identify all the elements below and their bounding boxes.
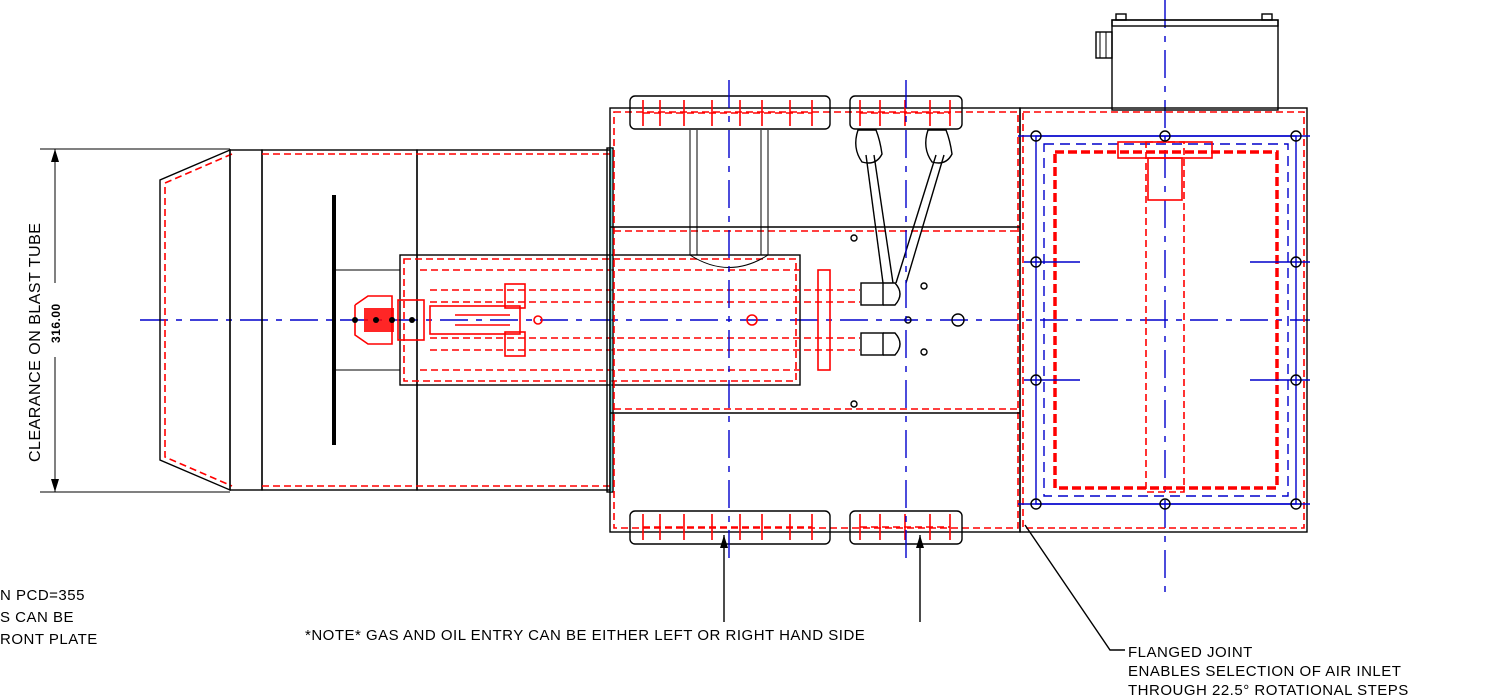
left-note-line-1: N PCD=355 (0, 587, 85, 604)
flange-note-line-1: FLANGED JOINT (1128, 644, 1253, 661)
flange-note-line-2: ENABLES SELECTION OF AIR INLET (1128, 663, 1401, 680)
left-note-line-3: RONT PLATE (0, 631, 98, 648)
flange-note-line-3: THROUGH 22.5° ROTATIONAL STEPS (1128, 682, 1409, 699)
mounting-rails (629, 95, 963, 545)
clearance-dimension: 316.00 CLEARANCE ON BLAST TUBE (27, 148, 230, 493)
entry-note: *NOTE* GAS AND OIL ENTRY CAN BE EITHER L… (305, 627, 865, 644)
fuel-fittings (855, 129, 953, 356)
leader-flanged-joint (1024, 524, 1125, 651)
burner-body (609, 107, 1021, 533)
dimension-value: 316.00 (49, 303, 63, 343)
blast-tube-cone (159, 148, 611, 492)
junction-box (1095, 13, 1279, 111)
air-inlet-flange (1018, 107, 1310, 533)
left-note-line-2: S CAN BE (0, 609, 74, 626)
flange-note: FLANGED JOINT ENABLES SELECTION OF AIR I… (1128, 644, 1409, 699)
left-note: N PCD=355 S CAN BE RONT PLATE (0, 587, 98, 648)
dimension-label: CLEARANCE ON BLAST TUBE (27, 223, 44, 462)
